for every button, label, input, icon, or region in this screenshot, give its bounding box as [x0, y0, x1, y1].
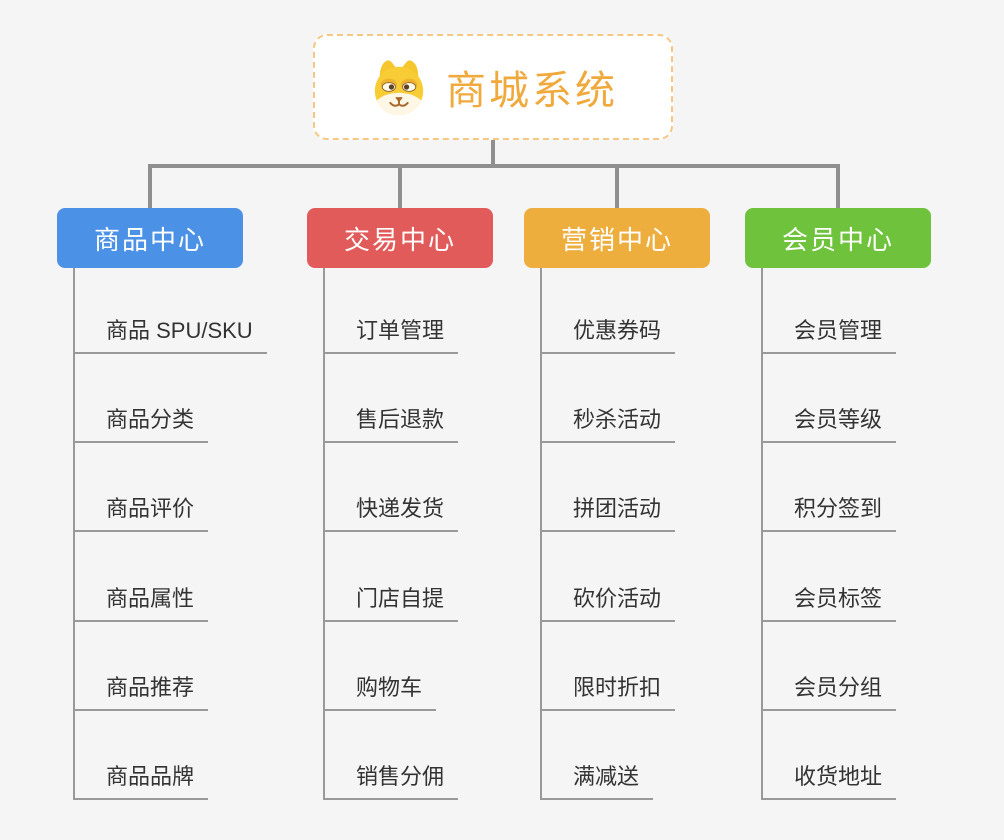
child-connector-line [73, 268, 75, 800]
root-node-title: 商城系统 [446, 69, 618, 113]
root-connector-line [491, 140, 495, 168]
mindmap-item[interactable]: 销售分佣 [323, 762, 459, 800]
mindmap-item[interactable]: 秒杀活动 [540, 405, 676, 443]
mindmap-item[interactable]: 会员管理 [761, 316, 897, 354]
mindmap-item[interactable]: 满减送 [540, 762, 654, 800]
mindmap-item[interactable]: 限时折扣 [540, 673, 676, 711]
branch-node-3[interactable]: 营销中心 [524, 208, 710, 268]
mindmap-item[interactable]: 商品评价 [73, 494, 209, 532]
mindmap-item[interactable]: 商品推荐 [73, 673, 209, 711]
mindmap-item[interactable]: 商品分类 [73, 405, 209, 443]
child-connector-line [323, 268, 325, 800]
mindmap-item[interactable]: 商品品牌 [73, 762, 209, 800]
mindmap-item[interactable]: 砍价活动 [540, 584, 676, 622]
mindmap-item[interactable]: 优惠券码 [540, 316, 676, 354]
mindmap-item[interactable]: 会员分组 [761, 673, 897, 711]
mindmap-item[interactable]: 快递发货 [323, 494, 459, 532]
child-connector-line [540, 268, 542, 800]
branch-connector-line [148, 166, 152, 210]
dog-face-icon [368, 58, 430, 116]
mindmap-item[interactable]: 拼团活动 [540, 494, 676, 532]
mindmap-item[interactable]: 积分签到 [761, 494, 897, 532]
branch-node-2[interactable]: 交易中心 [307, 208, 493, 268]
mindmap-item[interactable]: 商品属性 [73, 584, 209, 622]
branch-horizontal-line [148, 164, 840, 168]
mindmap-item[interactable]: 会员标签 [761, 584, 897, 622]
mindmap-item[interactable]: 商品 SPU/SKU [73, 316, 267, 354]
mindmap-item[interactable]: 购物车 [323, 673, 437, 711]
mindmap-item[interactable]: 会员等级 [761, 405, 897, 443]
root-node[interactable]: 商城系统 [313, 34, 673, 140]
branch-connector-line [398, 166, 402, 210]
branch-node-1[interactable]: 商品中心 [57, 208, 243, 268]
branch-connector-line [836, 166, 840, 210]
mindmap-item[interactable]: 售后退款 [323, 405, 459, 443]
mindmap-item[interactable]: 订单管理 [323, 316, 459, 354]
child-connector-line [761, 268, 763, 800]
mindmap-item[interactable]: 收货地址 [761, 762, 897, 800]
mindmap-item[interactable]: 门店自提 [323, 584, 459, 622]
branch-node-4[interactable]: 会员中心 [745, 208, 931, 268]
branch-connector-line [615, 166, 619, 210]
